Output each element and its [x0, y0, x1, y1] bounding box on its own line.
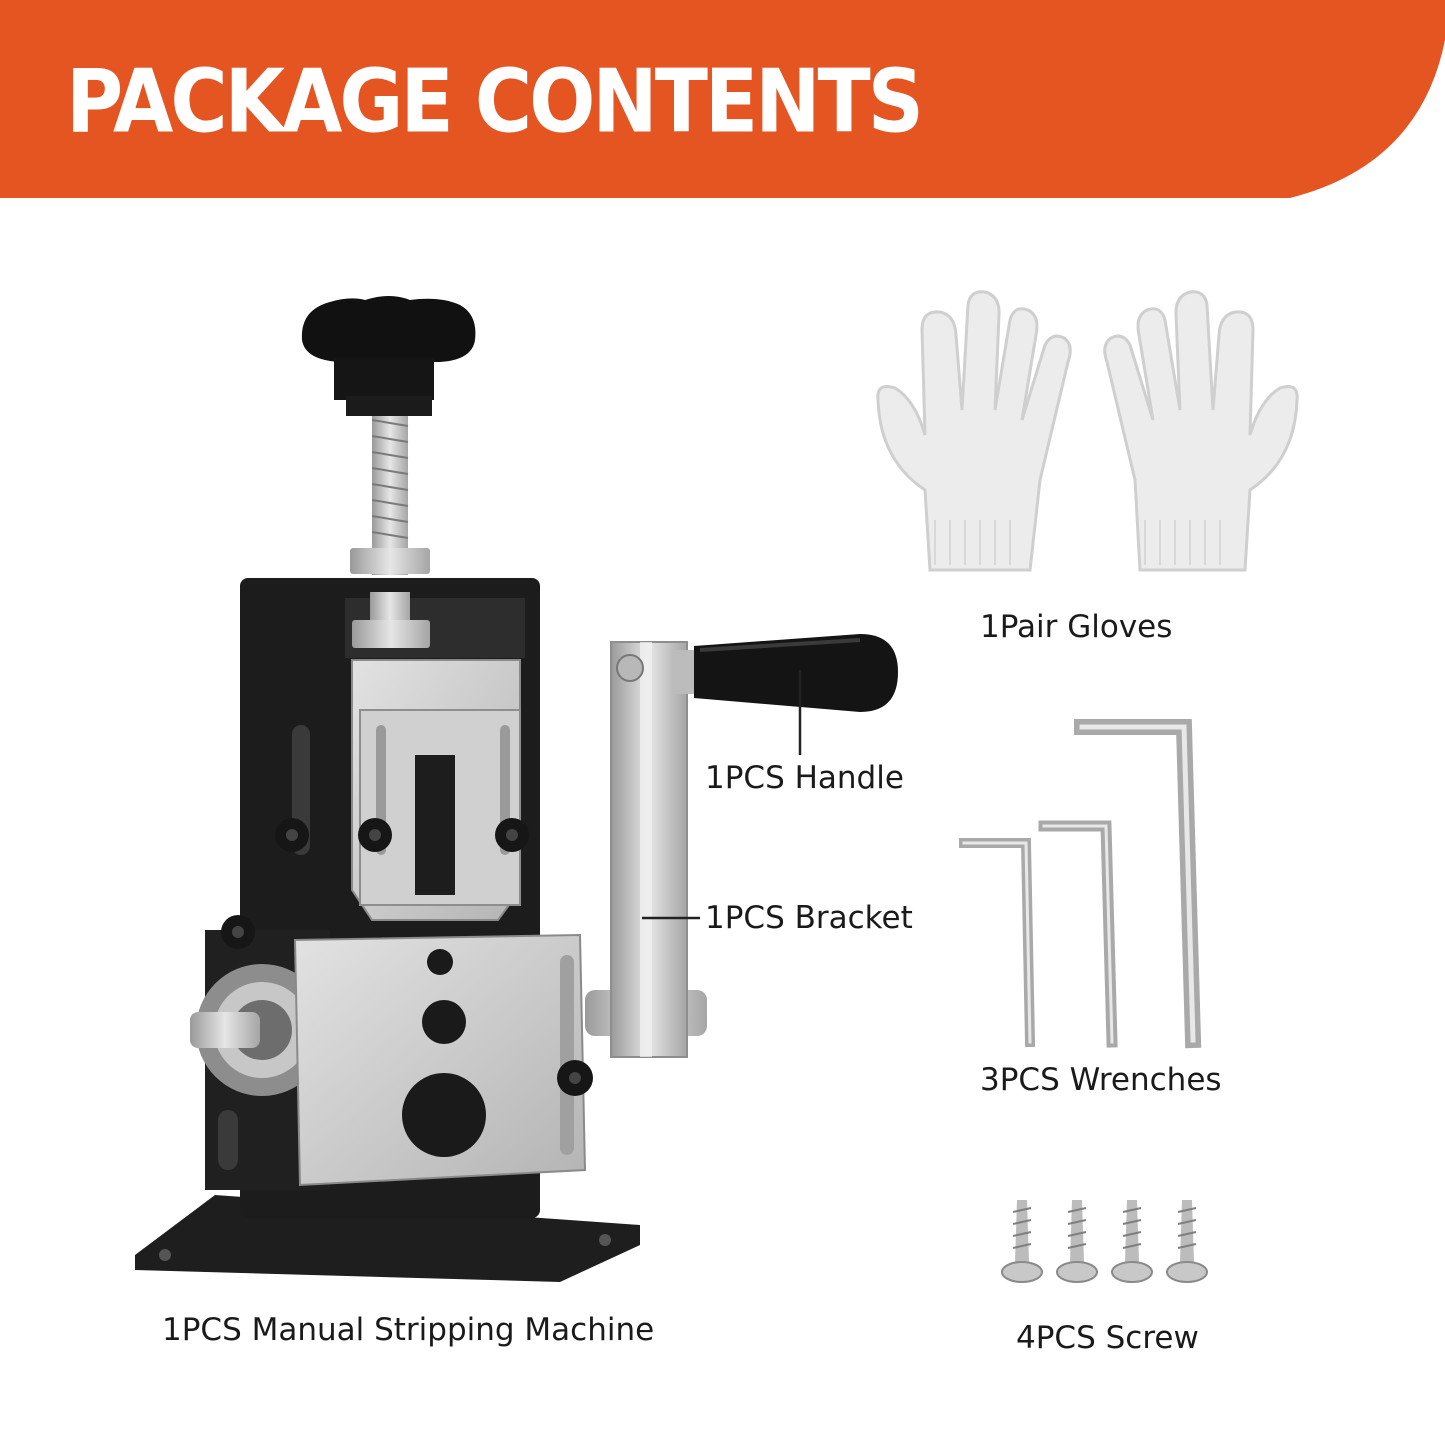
- crank-handle-icon: [672, 634, 898, 712]
- page-title: PACKAGE CONTENTS: [66, 52, 924, 153]
- screw-icon: [1001, 1200, 1208, 1283]
- gloves-label: 1Pair Gloves: [980, 609, 1173, 645]
- handle-label: 1PCS Handle: [705, 760, 904, 796]
- hex-key-icon: [959, 719, 1202, 1049]
- glove-icon: [876, 290, 1299, 572]
- bracket-arm-icon: [610, 641, 688, 1058]
- wrenches-label: 3PCS Wrenches: [980, 1062, 1222, 1098]
- wire-stripping-machine-icon: [135, 296, 707, 1282]
- leader-lines: [642, 670, 802, 920]
- machine-label: 1PCS Manual Stripping Machine: [162, 1312, 655, 1348]
- header-banner: [0, 0, 1445, 198]
- bracket-label: 1PCS Bracket: [705, 900, 913, 936]
- screws-label: 4PCS Screw: [1016, 1320, 1199, 1356]
